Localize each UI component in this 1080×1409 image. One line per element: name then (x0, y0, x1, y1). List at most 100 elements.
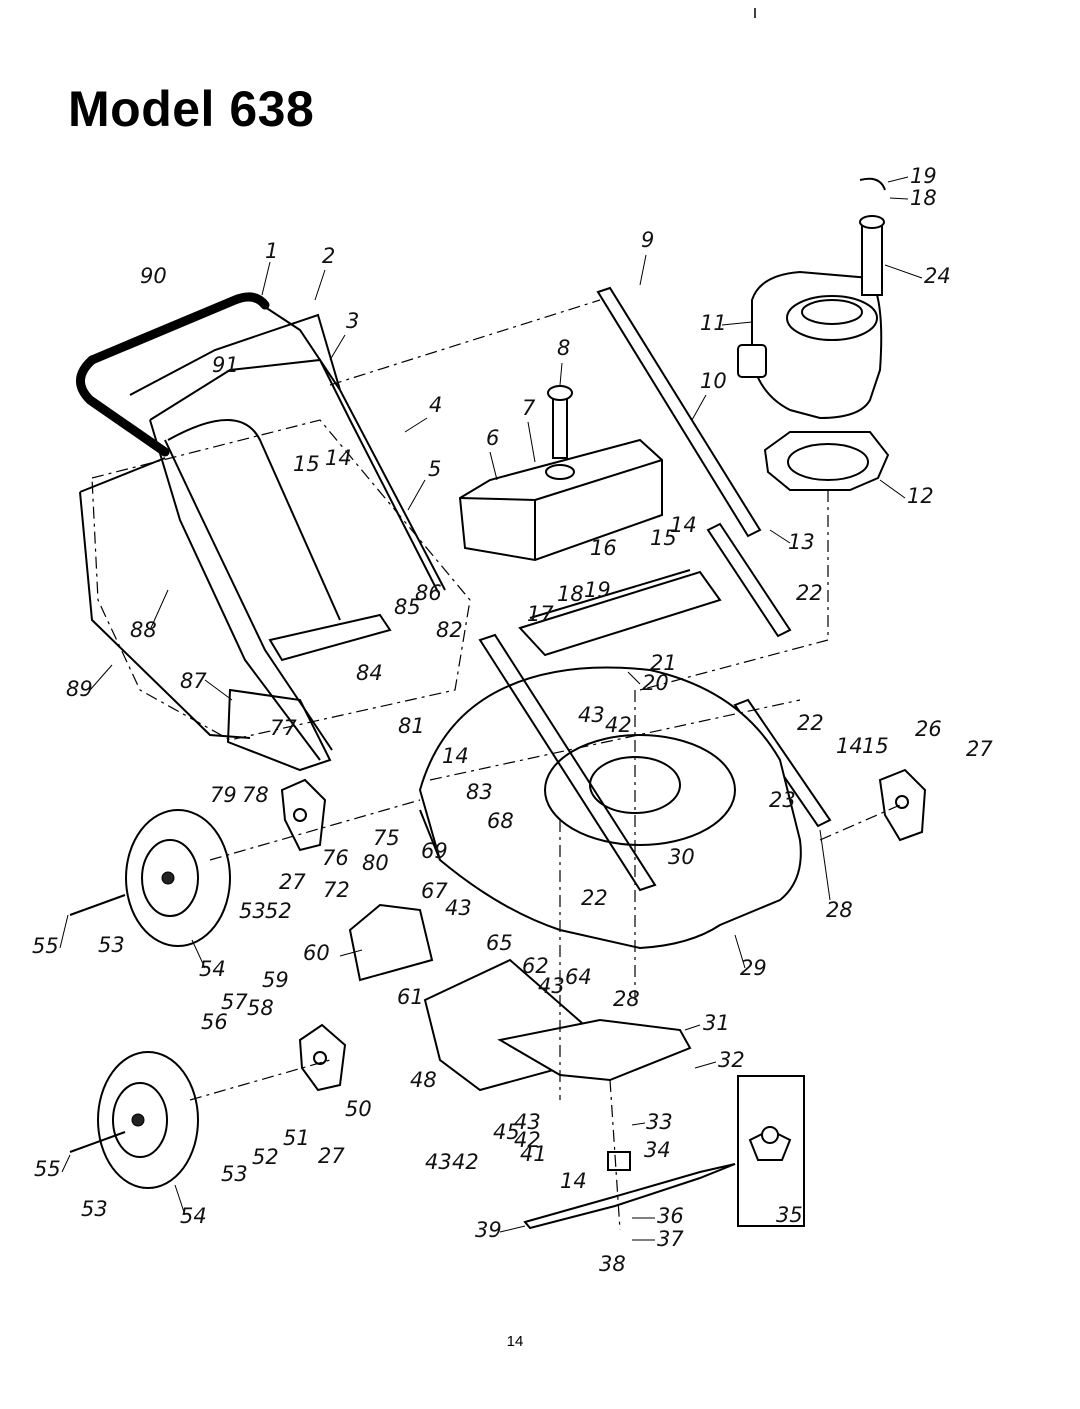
leader-line-p19b (887, 176, 909, 183)
leader-line-p7 (527, 421, 536, 463)
part-callout-8: 8 (557, 336, 570, 360)
part-callout-61: 61 (397, 985, 424, 1009)
part-callout-68: 68 (487, 809, 514, 833)
part-callout-36: 36 (657, 1204, 684, 1228)
part-callout-65: 65 (486, 931, 513, 955)
leader-line-p3 (329, 334, 346, 361)
leader-line-p18b (889, 197, 909, 200)
part-callout-87: 87 (180, 669, 207, 693)
part-callout-6: 6 (486, 426, 499, 450)
leader-line-p32 (694, 1061, 717, 1069)
part-callout-86: 86 (415, 581, 442, 605)
part-callout-12: 12 (907, 484, 934, 508)
part-callout-22: 22 (796, 581, 823, 605)
leader-line-p5 (407, 479, 426, 511)
part-callout-59: 59 (262, 968, 289, 992)
part-callout-56: 56 (201, 1010, 228, 1034)
part-callout-82: 82 (436, 618, 463, 642)
leader-line-p13 (769, 529, 791, 544)
rear-handle-rails (596, 286, 832, 828)
part-callout-1: 1 (265, 239, 278, 263)
part-callout-24: 24 (924, 264, 951, 288)
part-callout-53: 53 (81, 1197, 108, 1221)
part-callout-38: 38 (599, 1252, 626, 1276)
part-callout-88: 88 (130, 618, 157, 642)
part-callout-19: 19 (910, 164, 937, 188)
part-callout-27: 27 (318, 1144, 345, 1168)
part-callout-14: 14 (442, 744, 469, 768)
part-callout-33: 33 (646, 1110, 673, 1134)
front-wheel (69, 1051, 199, 1189)
part-callout-22: 22 (797, 711, 824, 735)
part-callout-64: 64 (565, 965, 592, 989)
leader-line-p12 (879, 479, 906, 499)
part-callout-7: 7 (522, 396, 536, 420)
part-callout-22: 22 (581, 886, 608, 910)
handle-assembly (76, 292, 446, 761)
fuel-tank (458, 385, 663, 562)
part-callout-5: 5 (428, 457, 441, 481)
part-callout-9: 9 (641, 228, 654, 252)
part-callout-75: 75 (373, 826, 400, 850)
part-callout-21: 21 (650, 651, 677, 675)
part-callout-35: 35 (776, 1203, 803, 1227)
part-callout-29: 29 (740, 956, 767, 980)
part-callout-62: 62 (522, 954, 549, 978)
part-callout-60: 60 (303, 941, 330, 965)
part-callout-2: 2 (322, 244, 335, 268)
page-number: 14 (506, 1333, 524, 1350)
part-callout-28: 28 (826, 898, 853, 922)
part-callout-41: 41 (520, 1142, 547, 1166)
leader-line-p87 (204, 679, 233, 701)
leader-line-p11 (721, 321, 753, 326)
leader-line-p20 (627, 671, 641, 685)
leader-line-p9 (639, 254, 647, 286)
engine-gasket-plate (763, 431, 890, 491)
part-callout-79: 79 (210, 783, 237, 807)
leader-line-p2 (314, 269, 326, 301)
part-callout-45: 45 (493, 1120, 520, 1144)
leader-line-p55a (59, 914, 69, 949)
part-callout-90: 90 (140, 264, 167, 288)
part-callout-13: 13 (788, 530, 815, 554)
leader-line-p24 (884, 264, 923, 279)
leader-line-p54a (191, 939, 206, 969)
part-callout-67: 67 (421, 879, 448, 903)
part-callout-72: 72 (323, 878, 350, 902)
part-callout-52: 52 (265, 899, 292, 923)
part-callout-91: 91 (212, 353, 239, 377)
control-bracket (518, 569, 722, 657)
part-callout-76: 76 (322, 846, 349, 870)
part-callout-19: 19 (584, 578, 611, 602)
part-callout-17: 17 (527, 602, 554, 626)
part-callout-15: 15 (650, 526, 677, 550)
part-callout-28: 28 (613, 987, 640, 1011)
part-callout-15: 15 (862, 734, 889, 758)
rear-wheel (69, 809, 231, 947)
part-callout-81: 81 (398, 714, 425, 738)
part-callout-69: 69 (421, 839, 448, 863)
part-callout-55: 55 (34, 1157, 61, 1181)
part-callout-54: 54 (180, 1204, 207, 1228)
part-callout-30: 30 (668, 845, 695, 869)
part-callout-85: 85 (394, 595, 421, 619)
part-callout-43: 43 (514, 1110, 541, 1134)
leader-line-p1 (261, 261, 271, 296)
leader-line-p60 (339, 949, 363, 957)
part-callout-15: 15 (293, 452, 320, 476)
leader-line-p88 (149, 589, 169, 631)
part-callout-23: 23 (769, 788, 796, 812)
part-callout-4: 4 (429, 393, 442, 417)
part-callout-78: 78 (242, 783, 269, 807)
part-callout-11: 11 (700, 311, 727, 335)
leader-line-p55b (61, 1154, 71, 1173)
part-callout-53: 53 (98, 933, 125, 957)
part-callout-43: 43 (425, 1150, 452, 1174)
part-callout-80: 80 (362, 851, 389, 875)
part-callout-57: 57 (221, 990, 248, 1014)
leader-line-p39 (499, 1225, 526, 1233)
part-callout-26: 26 (915, 717, 942, 741)
leader-line-p54b (174, 1184, 186, 1216)
leader-line-p8 (559, 362, 563, 386)
part-callout-54: 54 (199, 957, 226, 981)
